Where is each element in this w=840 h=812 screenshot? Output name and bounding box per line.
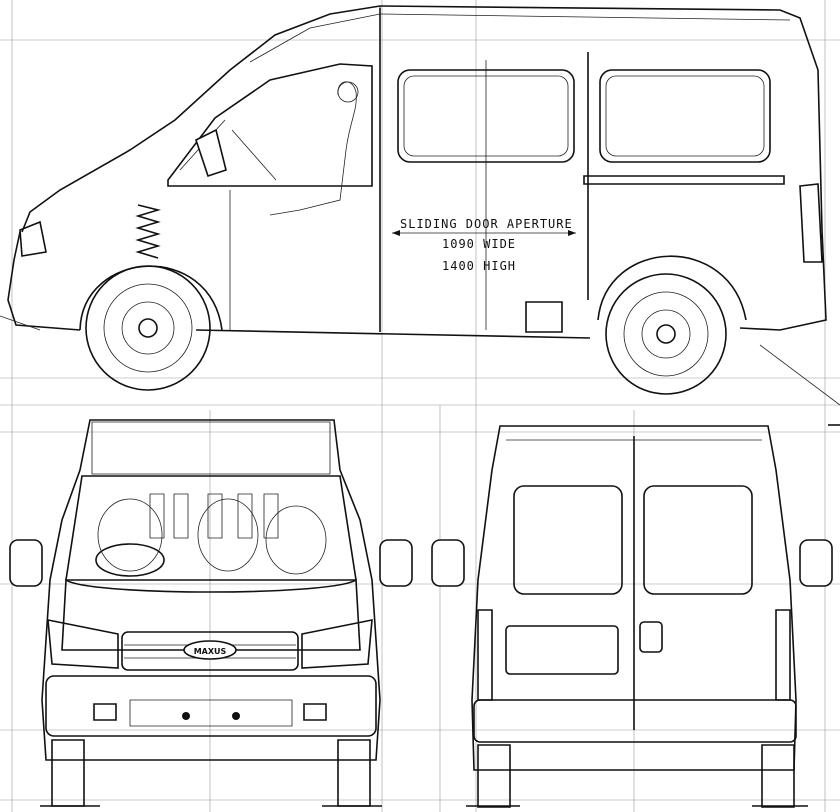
brand-badge: MAXUS [184,641,236,659]
annotation-width: 1090 WIDE [442,237,516,251]
annotation-title: SLIDING DOOR APERTURE [400,217,573,231]
annotation-height: 1400 HIGH [442,259,516,273]
badge-text: MAXUS [194,647,227,656]
sliding-door-annotation: SLIDING DOOR APERTURE 1090 WIDE 1400 HIG… [392,217,576,273]
side-view: SLIDING DOOR APERTURE 1090 WIDE 1400 HIG… [0,6,840,405]
rear-view [432,425,840,807]
front-view: MAXUS [10,420,412,806]
